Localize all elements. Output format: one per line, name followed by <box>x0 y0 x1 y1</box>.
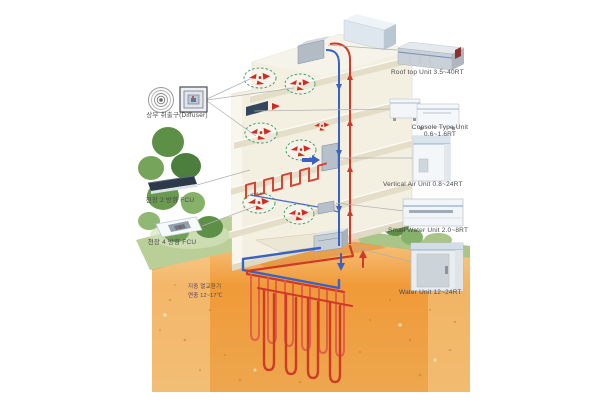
vertical-air-unit-image <box>412 135 451 182</box>
hot-riser-up-arrows <box>347 73 353 216</box>
floor-slabs <box>228 55 413 271</box>
vertical-air-unit-label: Vertical Air Unit 0.8~24RT <box>383 181 463 188</box>
console-unit-label-capacity: 0.6~1.6RT <box>423 131 457 139</box>
ground-temperature: 연중 12~17℃ <box>188 292 223 299</box>
flow-direction-arrows <box>337 250 367 271</box>
ground-heat-exchanger-label: 지중 열교환기 연중 12~17℃ <box>188 283 246 301</box>
rooftop-unit-label: Roof top Unit 3.5~40RT <box>391 69 464 76</box>
soil-light-speckles <box>163 313 437 372</box>
building-cutaway <box>228 14 413 271</box>
fcu-2way-label: 천장 2 방향 FCU <box>145 197 195 204</box>
cold-riser-down-arrows <box>336 84 342 213</box>
diffuser-label: 상부 취출구(Diffuser) <box>146 112 208 119</box>
basement-pit <box>255 228 355 253</box>
riser-pipes <box>336 60 353 246</box>
console-unit-label-name: Console Type Unit <box>411 124 469 131</box>
leader-lines <box>196 44 413 263</box>
water-unit-image <box>410 242 464 292</box>
console-unit-image <box>389 98 460 130</box>
small-water-unit-label: Small Water Unit 2.0~8RT <box>388 227 469 234</box>
rooftop-unit-image <box>397 41 465 71</box>
soil-speckles <box>159 279 461 384</box>
fcu-4way-image <box>155 216 203 238</box>
console-indoor-unit <box>246 101 280 116</box>
ground-loop-cold-header <box>241 246 341 290</box>
ground-heat-exchanger-name: 지중 열교환기 <box>188 284 222 290</box>
penthouse-structure <box>343 14 396 51</box>
small-indoor-unit <box>317 200 335 215</box>
water-unit-label: Water Unit 12~24RT <box>399 289 462 296</box>
round-diffuser-icon <box>148 87 174 113</box>
ground-loops-front-row <box>262 288 342 384</box>
square-diffuser-icon <box>179 86 208 113</box>
rooftop-mech-unit <box>297 36 351 65</box>
console-unit-label: Console Type Unit 0.6~1.6RT <box>394 124 486 139</box>
fcu-2way-image <box>147 175 197 194</box>
fcu-4way-label: 천장 4 방향 FCU <box>147 239 197 246</box>
ground-loop-pipes <box>241 244 367 384</box>
small-water-unit-image <box>402 198 464 227</box>
